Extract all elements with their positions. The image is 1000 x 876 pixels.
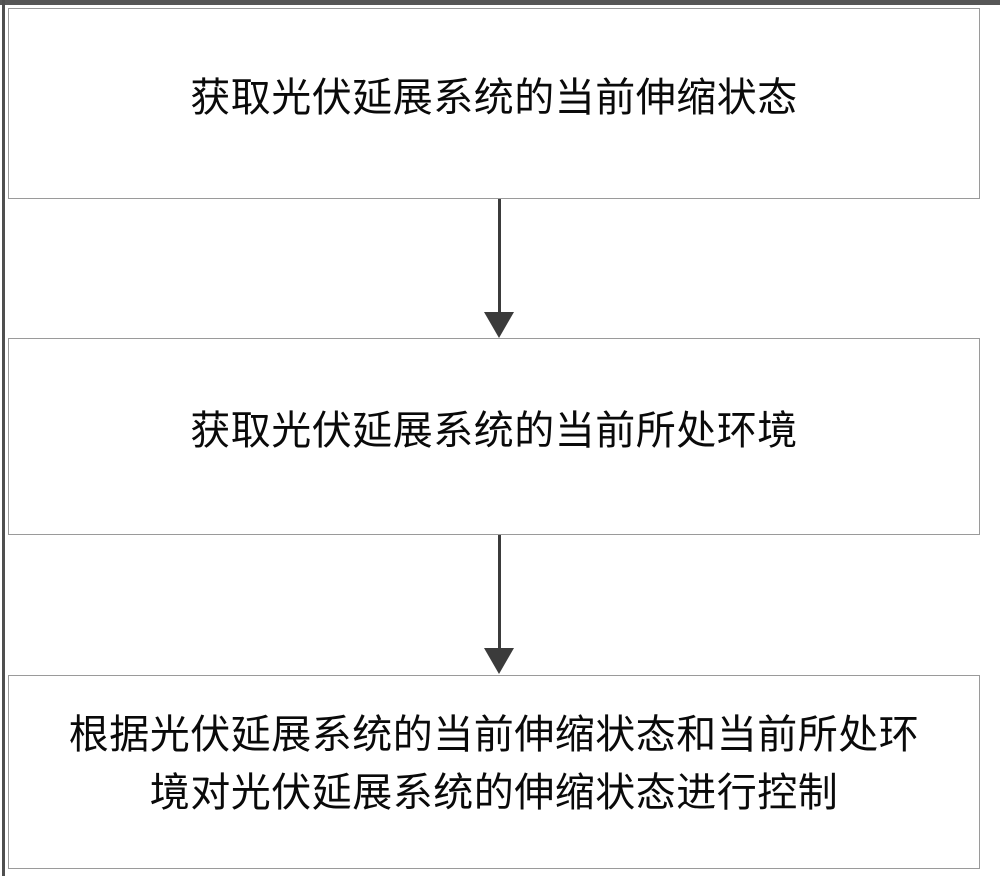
arrow-shaft	[498, 199, 501, 314]
flow-node-step-1: 获取光伏延展系统的当前伸缩状态	[8, 8, 980, 199]
flow-node-step-3: 根据光伏延展系统的当前伸缩状态和当前所处环 境对光伏延展系统的伸缩状态进行控制	[8, 675, 980, 869]
flow-node-step-2-label: 获取光伏延展系统的当前所处环境	[190, 407, 798, 454]
scan-edge-left	[2, 0, 5, 876]
scan-edge-top	[0, 0, 1000, 5]
flow-node-step-3-label: 根据光伏延展系统的当前伸缩状态和当前所处环 境对光伏延展系统的伸缩状态进行控制	[68, 712, 920, 816]
arrow-head-icon	[484, 312, 514, 338]
arrow-head-icon	[484, 648, 514, 674]
flow-arrow-step2-to-step3	[479, 535, 519, 676]
flow-arrow-step1-to-step2	[479, 199, 519, 339]
flow-node-step-2: 获取光伏延展系统的当前所处环境	[8, 338, 980, 535]
arrow-shaft	[498, 535, 501, 650]
flow-node-step-1-label: 获取光伏延展系统的当前伸缩状态	[190, 74, 798, 121]
